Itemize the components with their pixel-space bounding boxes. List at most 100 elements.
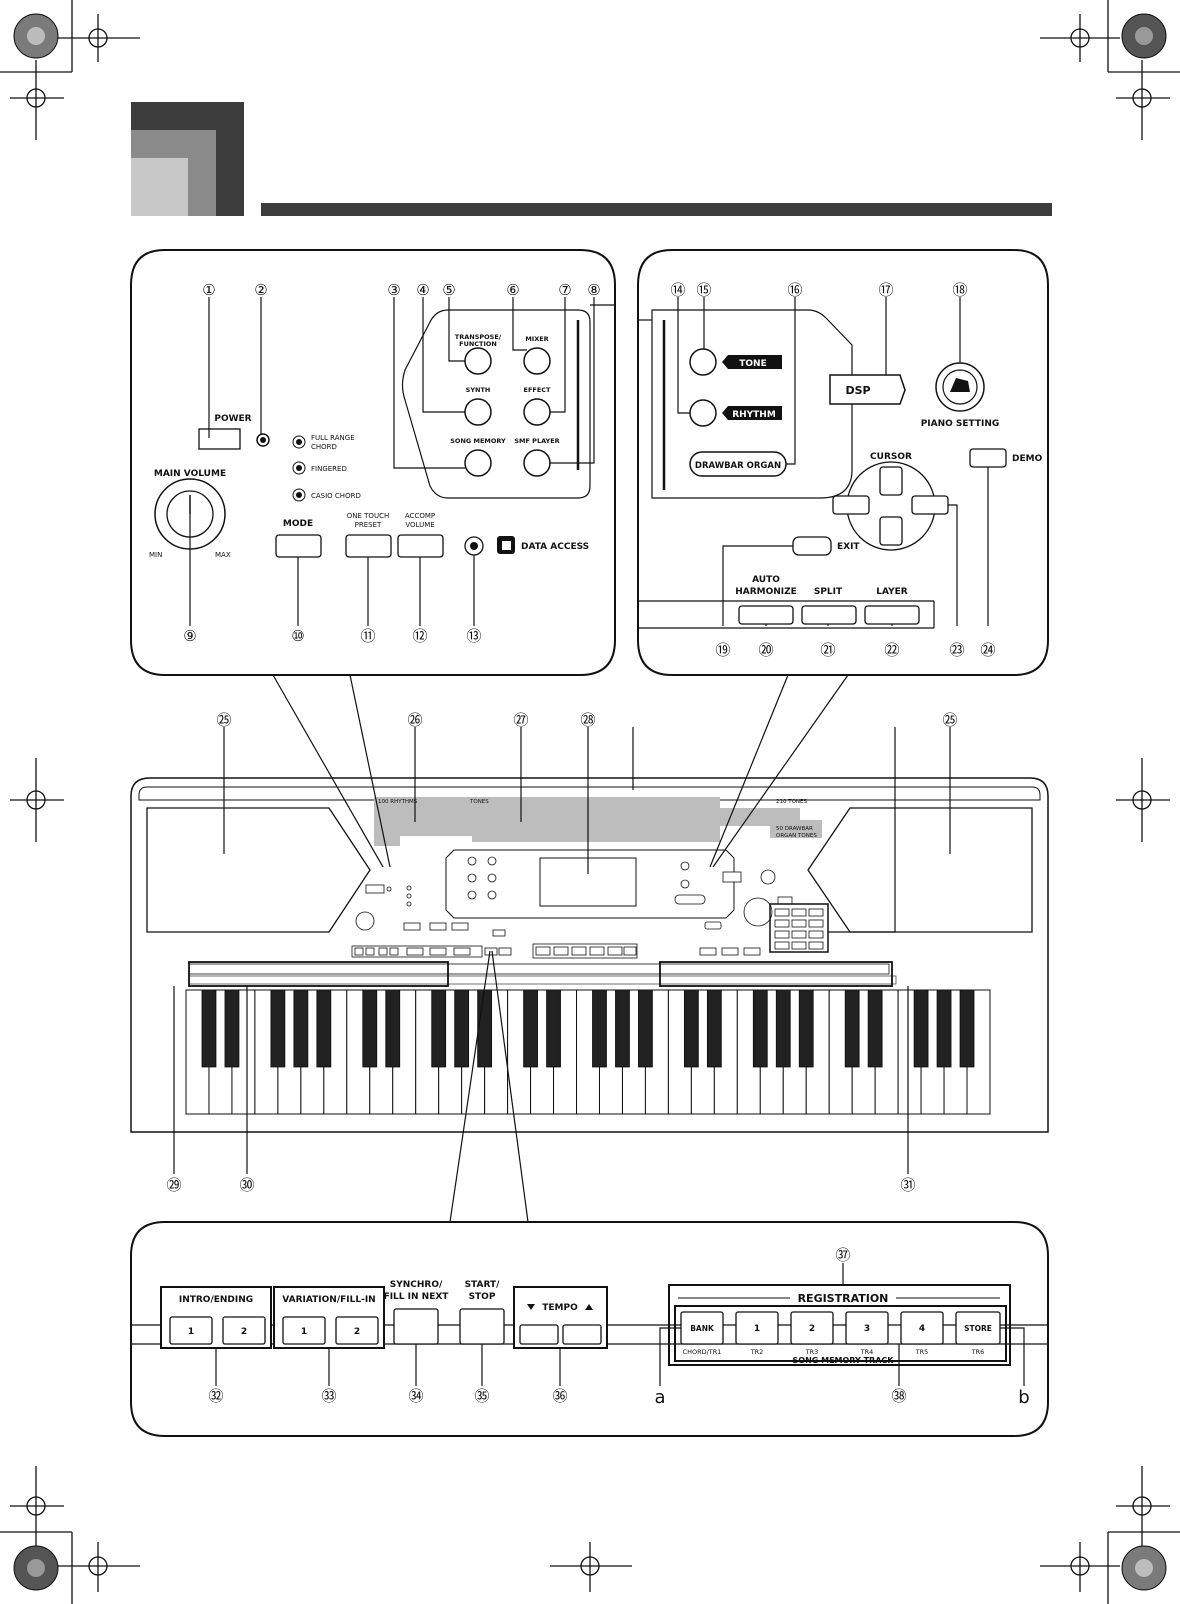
black-key[interactable] xyxy=(638,989,653,1068)
black-key[interactable] xyxy=(706,989,722,1068)
cursor-up-button[interactable] xyxy=(879,466,903,496)
tempo-down-arrow-icon xyxy=(527,1304,535,1310)
black-key[interactable] xyxy=(523,989,538,1068)
tr5-label: TR5 xyxy=(915,1348,929,1356)
registration-3-button[interactable] xyxy=(845,1311,889,1345)
black-key[interactable] xyxy=(683,989,699,1068)
variation-fill-in-1-button[interactable] xyxy=(282,1316,326,1345)
cursor-right-button[interactable] xyxy=(911,495,949,515)
callout-19: ⑲ xyxy=(715,641,730,659)
callout-30: ㉚ xyxy=(239,1176,254,1194)
tempo-up-arrow-icon xyxy=(585,1304,593,1310)
one-touch-preset-label: PRESET xyxy=(355,521,382,529)
registration-4-button[interactable] xyxy=(900,1311,944,1345)
black-key[interactable] xyxy=(362,989,378,1068)
black-key[interactable] xyxy=(959,989,975,1068)
intro-ending-2-button[interactable] xyxy=(222,1316,266,1345)
start-stop-button[interactable] xyxy=(459,1308,505,1345)
accomp-volume-label: VOLUME xyxy=(405,521,434,529)
black-key[interactable] xyxy=(201,989,217,1068)
tone-button[interactable] xyxy=(689,348,717,376)
black-key[interactable] xyxy=(752,989,768,1068)
black-key[interactable] xyxy=(224,989,240,1068)
full-range-label: FULL RANGE xyxy=(311,434,355,442)
callout-26: ㉖ xyxy=(407,711,422,729)
transpose-function-button[interactable] xyxy=(464,347,492,375)
black-key[interactable] xyxy=(316,989,332,1068)
black-key[interactable] xyxy=(454,989,470,1068)
black-key[interactable] xyxy=(867,989,883,1068)
dsp-button[interactable] xyxy=(829,374,906,405)
black-key[interactable] xyxy=(546,989,561,1068)
tempo-up-button[interactable] xyxy=(562,1324,602,1345)
registration-3-label: 3 xyxy=(864,1324,870,1334)
intro-ending-2-label: 2 xyxy=(241,1327,247,1337)
black-key[interactable] xyxy=(431,989,447,1068)
variation-fill-in-2-button[interactable] xyxy=(335,1316,379,1345)
registration-group xyxy=(668,1284,1011,1366)
left-key-labels xyxy=(188,961,449,987)
callout-33: ㉝ xyxy=(321,1387,336,1405)
callout-20: ⑳ xyxy=(758,641,773,659)
song-memory-button[interactable] xyxy=(464,449,492,477)
black-key[interactable] xyxy=(615,989,630,1068)
drawbar-organ-label: DRAWBAR ORGAN xyxy=(695,461,781,471)
auto-label: AUTO xyxy=(752,575,780,585)
min-label: MIN xyxy=(149,551,162,559)
registration-2-button[interactable] xyxy=(790,1311,834,1345)
intro-ending-1-button[interactable] xyxy=(169,1316,213,1345)
smf-player-label: SMF PLAYER xyxy=(514,437,559,445)
crosshair-mark-l2 xyxy=(10,1466,64,1546)
cursor-left-button[interactable] xyxy=(832,495,870,515)
callout-11: ⑪ xyxy=(360,627,375,645)
black-key[interactable] xyxy=(293,989,309,1068)
layer-button[interactable] xyxy=(864,605,920,625)
registration-1-button[interactable] xyxy=(735,1311,779,1345)
accomp-volume-button[interactable] xyxy=(397,534,444,558)
mode-button[interactable] xyxy=(275,534,322,558)
black-key[interactable] xyxy=(477,989,493,1068)
callout-2: ② xyxy=(254,281,267,299)
song-memory-track-label: SONG MEMORY TRACK xyxy=(793,1356,895,1365)
exit-button[interactable] xyxy=(792,536,832,556)
callout-36: ㊱ xyxy=(552,1387,567,1405)
synchro-label: SYNCHRO/ xyxy=(390,1280,443,1290)
crosshair-mark-ml xyxy=(10,758,64,842)
effect-button[interactable] xyxy=(523,398,551,426)
split-button[interactable] xyxy=(801,605,857,625)
black-key[interactable] xyxy=(844,989,860,1068)
crosshair-mark-bc xyxy=(550,1542,632,1592)
mixer-button[interactable] xyxy=(523,347,551,375)
black-key[interactable] xyxy=(913,989,929,1068)
tr4-label: TR4 xyxy=(860,1348,874,1356)
one-touch-preset-button[interactable] xyxy=(345,534,392,558)
panel-upper-right: TONE RHYTHM DRAWBAR ORGAN DSP PIANO SETT… xyxy=(637,249,1049,676)
tempo-down-button[interactable] xyxy=(519,1324,559,1345)
auto-harmonize-button[interactable] xyxy=(738,605,794,625)
variation-fill-in-2-label: 2 xyxy=(354,1327,360,1337)
cursor-down-button[interactable] xyxy=(879,516,903,546)
demo-button[interactable] xyxy=(969,448,1007,468)
synchro-fill-in-next-button[interactable] xyxy=(393,1308,439,1345)
callout-10: ⑩ xyxy=(291,627,304,645)
black-key[interactable] xyxy=(798,989,814,1068)
synth-button[interactable] xyxy=(464,398,492,426)
layer-label: LAYER xyxy=(876,587,908,597)
tone-label: TONE xyxy=(739,359,766,369)
rhythm-button[interactable] xyxy=(689,399,717,427)
power-button[interactable] xyxy=(198,428,241,450)
black-key[interactable] xyxy=(592,989,607,1068)
callout-29: ㉙ xyxy=(166,1176,181,1194)
main-volume-label: MAIN VOLUME xyxy=(154,469,226,479)
black-key[interactable] xyxy=(385,989,401,1068)
registration-label: REGISTRATION xyxy=(798,1292,889,1305)
effect-label: EFFECT xyxy=(524,386,552,394)
bank-label: BANK xyxy=(690,1324,715,1333)
black-key[interactable] xyxy=(936,989,952,1068)
black-key[interactable] xyxy=(775,989,791,1068)
black-key[interactable] xyxy=(270,989,286,1068)
callout-7: ⑦ xyxy=(558,281,571,299)
crosshair-mark-l1 xyxy=(10,60,64,140)
callout-1: ① xyxy=(202,281,215,299)
smf-player-button[interactable] xyxy=(523,449,551,477)
